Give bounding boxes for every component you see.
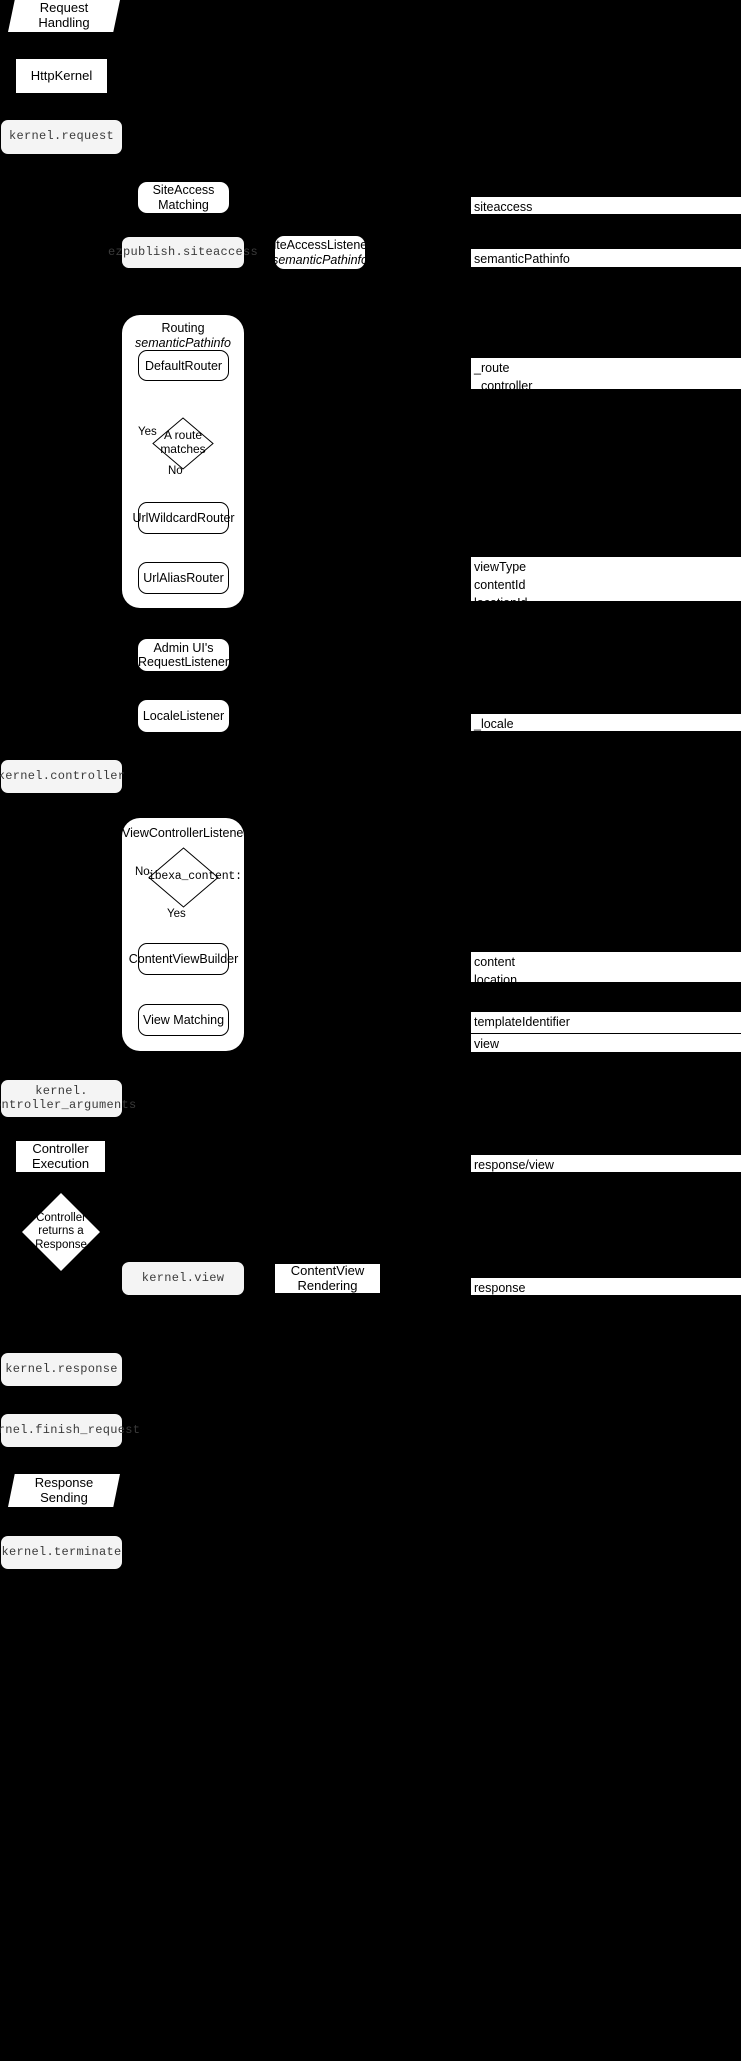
event-kernel-finish-request-label: kernel.finish_request — [0, 1422, 141, 1437]
event-kernel-terminate-label: kernel.terminate — [1, 1544, 122, 1559]
group-routing-title-italic: semanticPathinfo — [135, 336, 231, 350]
listener-siteaccess-listener: SiteAccessListener: semanticPathinfo — [265, 236, 375, 269]
attr-content-location: content location — [471, 951, 741, 987]
event-kernel-request: kernel.request — [1, 120, 122, 154]
edge-label-ibexa-yes: Yes — [167, 908, 186, 920]
listener-locale-listener-label: LocaleListener — [142, 708, 225, 723]
attr-route-controller: _route _controller — [471, 357, 741, 393]
node-url-wildcard-router-label: UrlWildcardRouter — [132, 511, 235, 525]
attr-semantic-pathinfo: semanticPathinfo — [471, 248, 741, 268]
listener-admin-ui-request-listener: Admin UI's RequestListener — [138, 639, 229, 671]
box-http-kernel-label: HttpKernel — [30, 67, 93, 83]
phase-request-handling: Request Handling — [8, 0, 120, 32]
edge-label-route-yes: Yes — [138, 426, 157, 438]
node-url-wildcard-router: UrlWildcardRouter — [132, 502, 235, 534]
listener-siteaccess-listener-line2: semanticPathinfo — [272, 252, 368, 267]
decision-controller-line1: Controller — [36, 1212, 86, 1225]
decision-route-matches: A route matches — [152, 417, 214, 470]
event-kernel-finish-request: kernel.finish_request — [0, 1414, 140, 1447]
attr-view: view — [471, 1033, 741, 1053]
listener-siteaccess-matching-label: SiteAccess Matching — [152, 183, 215, 212]
box-content-view-rendering-label: ContentView Rendering — [290, 1262, 365, 1293]
box-http-kernel: HttpKernel — [16, 59, 107, 93]
node-default-router: DefaultRouter — [138, 350, 229, 381]
event-kernel-terminate: kernel.terminate — [1, 1536, 122, 1569]
attr-response: response — [471, 1277, 741, 1296]
listener-admin-ui-request-listener-line1: Admin UI's — [153, 640, 214, 655]
node-content-view-builder-label: ContentViewBuilder — [128, 952, 239, 966]
event-kernel-controller: kernel.controller — [0, 760, 126, 793]
group-view-controller-listener-title: ViewControllerListener — [122, 826, 248, 840]
node-url-alias-router: UrlAliasRouter — [138, 562, 229, 594]
node-view-matching-label: View Matching — [142, 1013, 225, 1027]
phase-response-sending: Response Sending — [8, 1474, 120, 1507]
attr-response-view: response/view — [471, 1154, 741, 1173]
event-kernel-view-label: kernel.view — [141, 1270, 225, 1285]
node-url-alias-router-label: UrlAliasRouter — [143, 571, 224, 585]
event-kernel-request-label: kernel.request — [8, 129, 115, 144]
event-ezpublish-siteaccess: ezpublish.siteaccess — [108, 237, 258, 268]
attr-siteaccess: siteaccess — [471, 196, 741, 215]
attr-locale: _locale — [471, 713, 741, 732]
event-kernel-controller-arguments: kernel. controller_arguments — [0, 1080, 136, 1117]
event-kernel-response: kernel.response — [1, 1353, 122, 1386]
decision-controller-returns-response: Controller returns a Response — [22, 1193, 100, 1271]
edge-label-ibexa-no: No — [135, 866, 150, 878]
group-routing-title-prefix: Routing — [161, 321, 205, 335]
event-kernel-controller-label: kernel.controller — [0, 768, 126, 783]
box-controller-execution-label: Controller Execution — [31, 1140, 90, 1171]
attr-view-content-location: viewType contentId locationId — [471, 556, 741, 610]
event-kernel-response-label: kernel.response — [5, 1361, 118, 1376]
decision-ibexa-content: ibexa_content: — [148, 847, 242, 908]
decision-controller-line3: Response — [35, 1238, 87, 1251]
event-kernel-view: kernel.view — [122, 1262, 244, 1295]
decision-controller-returns-response-label: Controller returns a Response — [22, 1193, 100, 1271]
event-ezpublish-siteaccess-label: ezpublish.siteaccess — [107, 244, 259, 259]
phase-response-sending-label: Response Sending — [34, 1474, 94, 1505]
listener-locale-listener: LocaleListener — [138, 700, 229, 732]
box-content-view-rendering: ContentView Rendering — [275, 1262, 380, 1293]
edge-label-route-no: No — [168, 465, 183, 477]
listener-siteaccess-matching: SiteAccess Matching — [138, 182, 229, 213]
node-default-router-label: DefaultRouter — [144, 358, 223, 373]
node-content-view-builder: ContentViewBuilder — [129, 943, 238, 975]
listener-admin-ui-request-listener-line2: RequestListener — [137, 655, 230, 669]
node-view-matching: View Matching — [138, 1004, 229, 1036]
listener-siteaccess-listener-line1: SiteAccessListener: — [265, 238, 375, 253]
phase-request-handling-label: Request Handling — [38, 0, 90, 30]
decision-controller-line2: returns a — [38, 1225, 84, 1238]
box-controller-execution: Controller Execution — [16, 1141, 105, 1172]
event-kernel-controller-arguments-label: kernel. controller_arguments — [0, 1083, 137, 1112]
